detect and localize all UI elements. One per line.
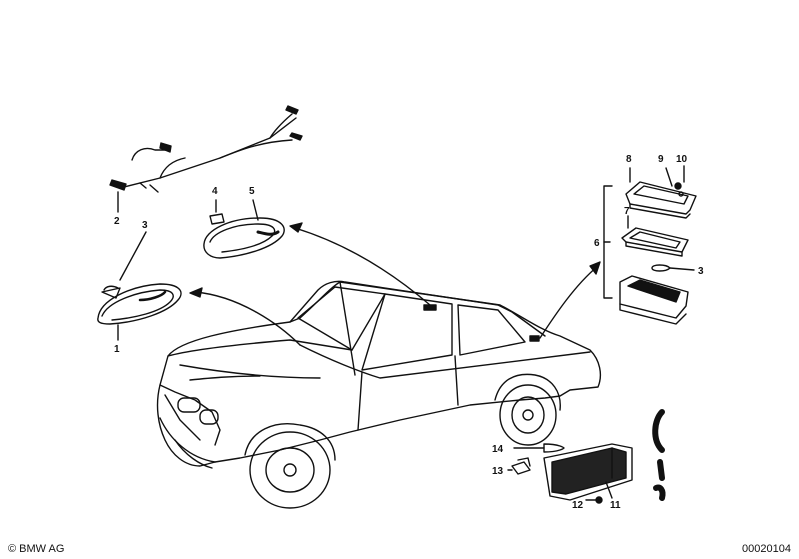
callout-5: 5 [249, 186, 255, 197]
diagram-id: 00020104 [742, 543, 791, 555]
callout-13: 13 [492, 466, 504, 477]
bulb-part-14 [513, 443, 565, 453]
callout-10: 10 [676, 154, 688, 165]
gasket-part-7 [621, 215, 689, 257]
screws-part-9-10 [665, 165, 685, 197]
lamp-part-5 [203, 199, 285, 259]
assembly-bracket-part-6 [603, 185, 613, 299]
lamp-part-1 [97, 283, 182, 341]
screw-part-12 [585, 496, 603, 504]
guide-arrows [189, 222, 601, 346]
callout-4: 4 [212, 186, 218, 197]
callout-3-left: 3 [142, 220, 148, 231]
callout-12: 12 [572, 500, 584, 511]
bracket-part-13 [507, 457, 531, 475]
callout-11: 11 [610, 500, 621, 511]
cover-part-8 [625, 167, 697, 219]
lamp-housing [619, 275, 689, 325]
plate-light-part-11 [543, 443, 633, 501]
copyright-text: © BMW AG [8, 543, 65, 555]
callout-2: 2 [114, 216, 120, 227]
callout-14: 14 [492, 444, 504, 455]
callout-6: 6 [594, 238, 600, 249]
wiring-harness-part-2 [109, 105, 303, 213]
callout-1: 1 [114, 344, 120, 355]
callout-7: 7 [624, 206, 630, 217]
partial-graphic-right [652, 409, 666, 501]
callout-8: 8 [626, 154, 632, 165]
bulb-part-3 [119, 231, 147, 281]
bulb-part-3-right [651, 264, 695, 272]
callout-3-right: 3 [698, 266, 704, 277]
callout-9: 9 [658, 154, 664, 165]
car-illustration [156, 280, 602, 509]
